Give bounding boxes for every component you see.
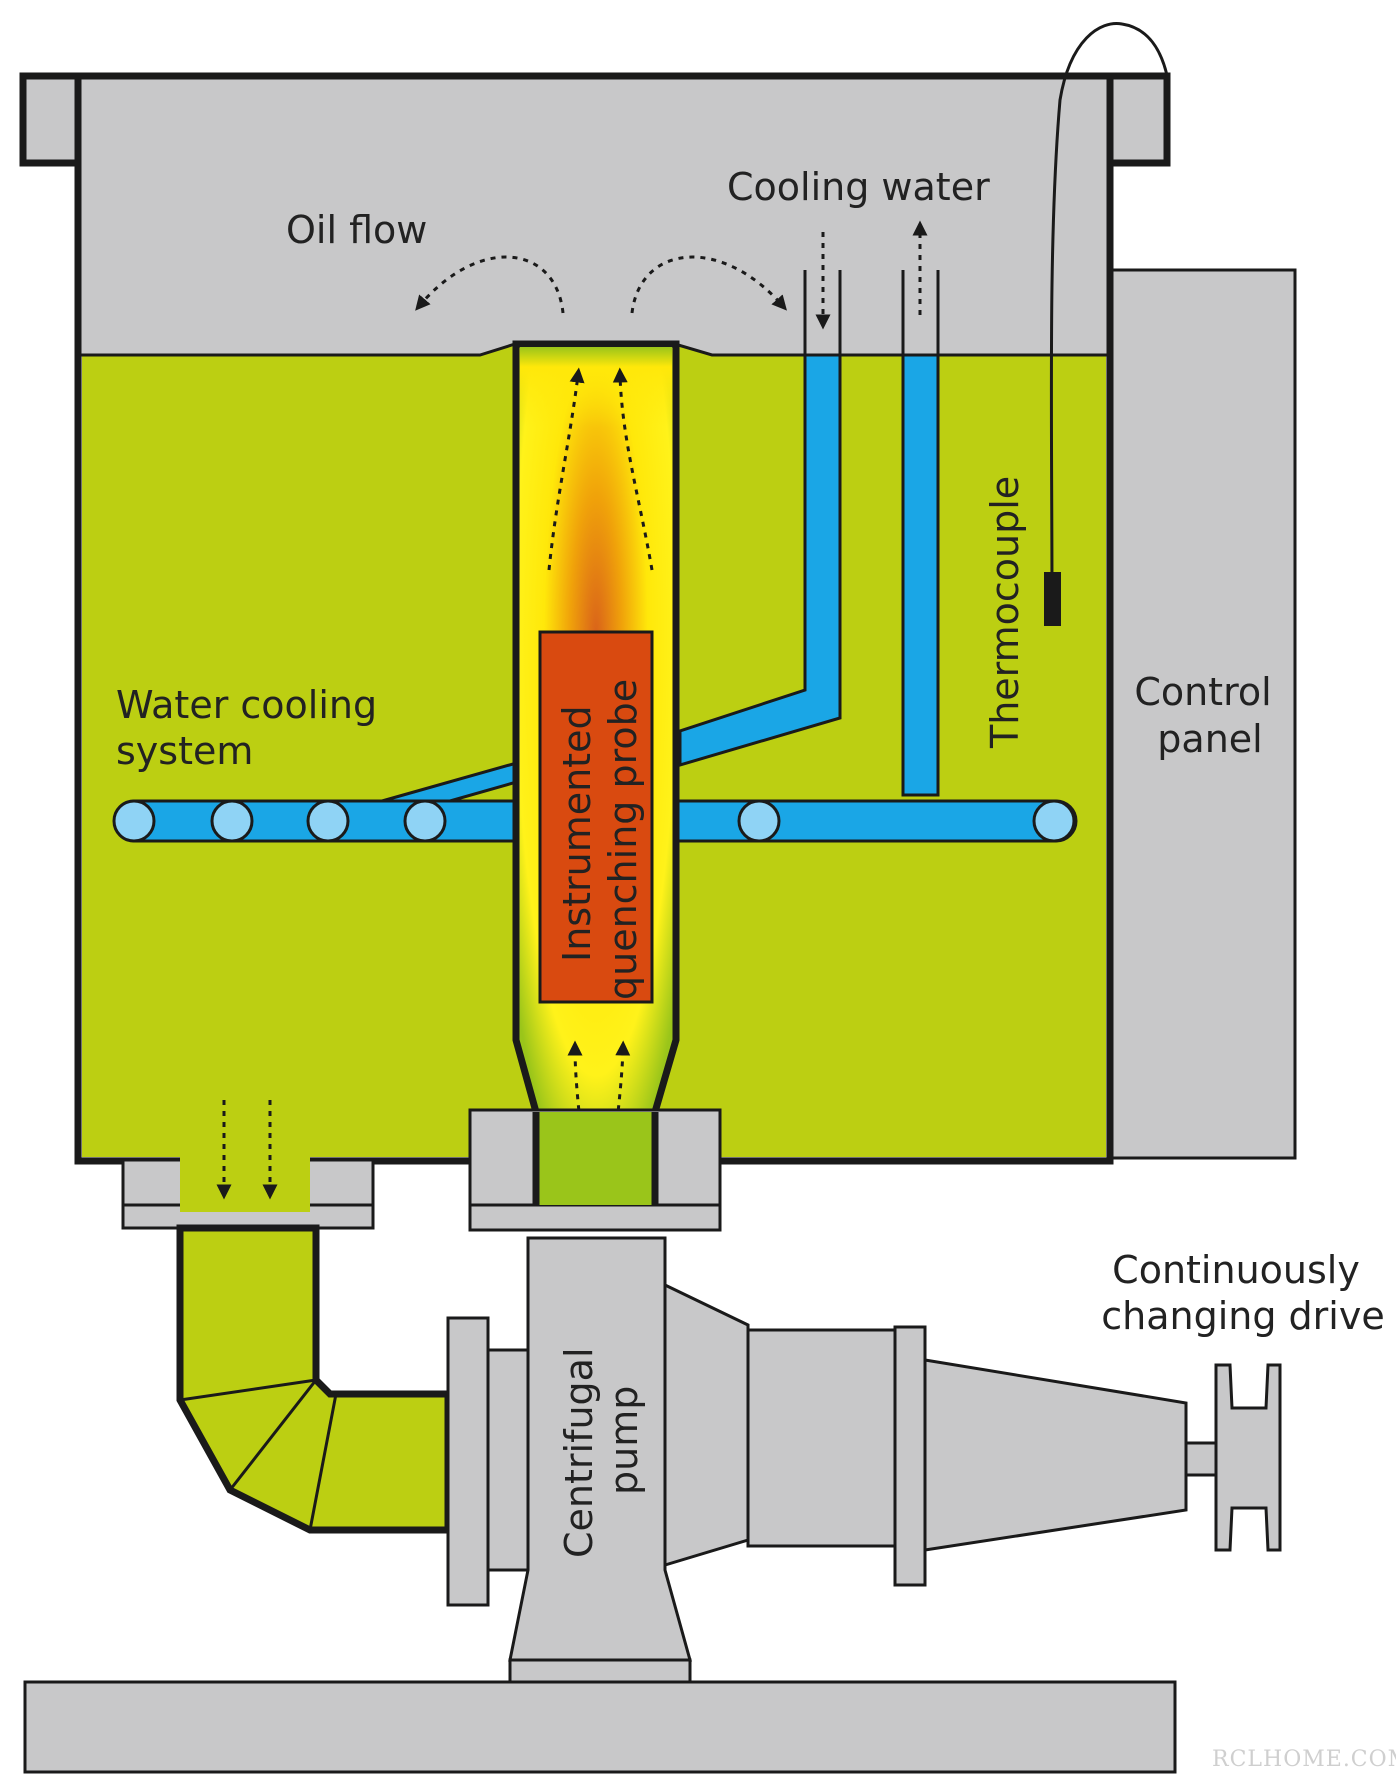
cooling-water-pipe-stubs [803, 270, 940, 355]
tank-right-flange [1101, 72, 1171, 167]
probe-base-outline [532, 1112, 659, 1205]
thermocouple-sensor [1044, 572, 1061, 626]
tank-bottom-opening [180, 1152, 310, 1212]
pump-inlet-flange [446, 1316, 490, 1607]
cooling-outlet-pipe [901, 353, 940, 797]
probe-base-flange-plate [468, 1203, 722, 1232]
control-panel-label-line1: Control [1134, 670, 1271, 714]
probe-label-line1: Instrumented [555, 705, 599, 962]
probe-label-line2: quenching probe [601, 679, 645, 1000]
drive-cone [923, 1358, 1188, 1552]
pump-foot [508, 1658, 692, 1684]
oil-flow-label: Oil flow [286, 208, 427, 252]
water-cooling-label-line2: system [116, 729, 253, 773]
oil-flow-arrows [415, 255, 787, 314]
probe-tube-top-fade [520, 347, 672, 427]
pump-inlet-neck [486, 1348, 530, 1572]
base-plate [23, 1680, 1177, 1774]
control-panel-label-line2: panel [1157, 717, 1262, 761]
pump-shaft-housing [746, 1328, 897, 1548]
water-cooling-label-line1: Water cooling [116, 683, 377, 727]
thermocouple-label: Thermocouple [983, 476, 1027, 749]
thermocouple-wire [1049, 22, 1170, 603]
drive-pulley [1214, 1363, 1282, 1552]
cooling-water-arrows [815, 220, 928, 330]
drive-label-line1: Continuously [1112, 1248, 1360, 1292]
probe-base-channel [536, 1112, 655, 1205]
quenching-probe-core [538, 630, 654, 1004]
control-panel-box [1108, 268, 1297, 1160]
drain-arrows [216, 1100, 278, 1200]
drive-shaft [1184, 1441, 1218, 1477]
pump-volute [663, 1282, 750, 1568]
pump-shaft-flange [893, 1325, 927, 1587]
drive-label-line2: changing drive [1101, 1294, 1384, 1338]
watermark: RCLHOME.COM [1212, 1747, 1396, 1772]
pump-label-line2: pump [602, 1386, 646, 1495]
cooling-coil-tubes [112, 799, 1076, 843]
cooling-water-label: Cooling water [727, 165, 990, 209]
return-oil-pipe-segments [179, 1378, 338, 1531]
pump-label-line1: Centrifugal [557, 1347, 601, 1558]
